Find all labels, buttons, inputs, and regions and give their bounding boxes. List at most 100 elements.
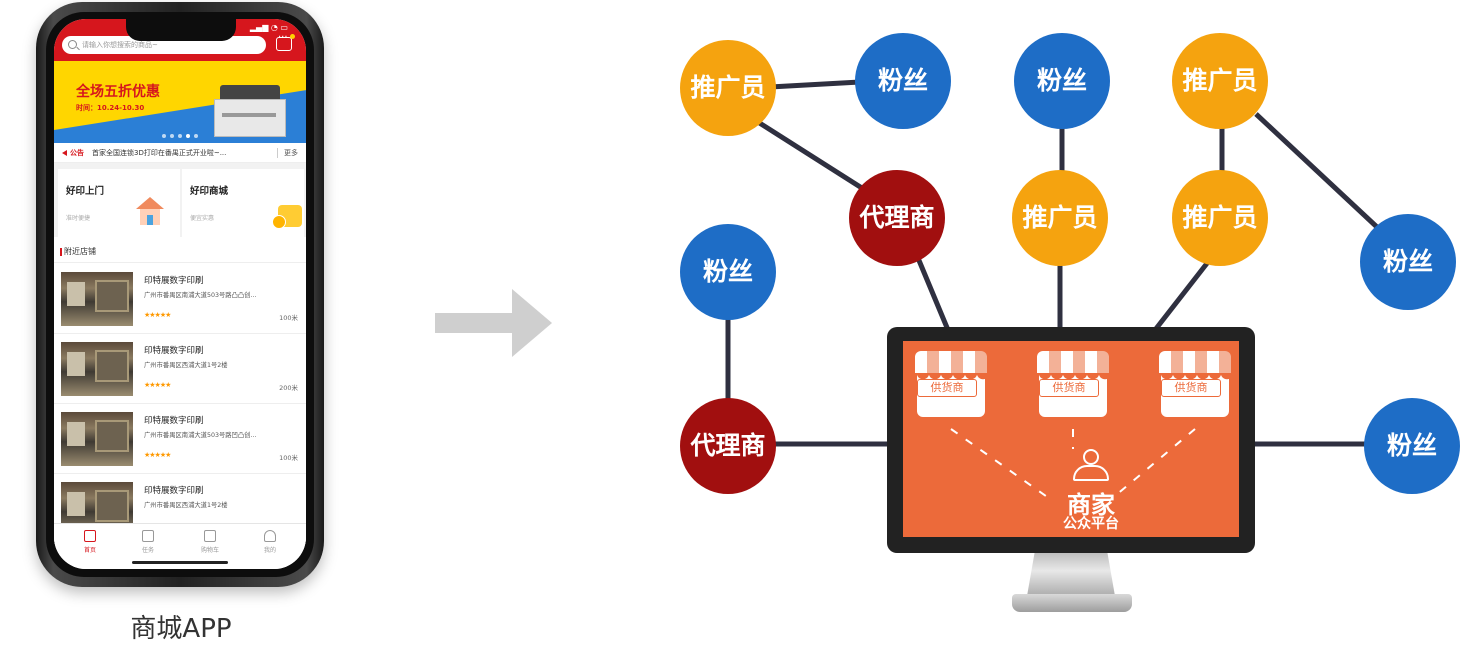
promo-banner[interactable]: 全场五折优惠 时间：10.24-10.30 xyxy=(54,61,306,143)
shop-address: 广州市番禺区南浦大道503号路凹凸创... xyxy=(144,432,257,439)
fans-node: 粉丝 xyxy=(1360,214,1456,310)
tab-home[interactable]: 首页 xyxy=(70,530,110,554)
tab-profile[interactable]: 我的 xyxy=(250,530,290,554)
tab-label: 首页 xyxy=(83,547,96,554)
platform-label: 公众平台 xyxy=(1063,516,1119,532)
home-indicator xyxy=(132,561,228,564)
shop-name: 印特展数字印刷 xyxy=(144,416,204,426)
tab-tasks[interactable]: 任务 xyxy=(128,530,168,554)
monitor-stand xyxy=(1026,553,1116,597)
node-label: 推广员 xyxy=(690,73,766,102)
supplier-store-icon: 供货商 xyxy=(1157,351,1233,429)
speaker-icon xyxy=(62,150,67,156)
banner-subtitle: 时间：10.24-10.30 xyxy=(76,104,145,112)
connector-line xyxy=(756,119,867,193)
house-icon xyxy=(136,197,164,227)
phone-mockup: ▂▄▆ ◔ ▭ 请输入你想搜索的商品~ 全场五折优惠 时间：10.24-10.3… xyxy=(36,2,324,587)
shop-photo xyxy=(61,342,133,396)
star-rating: ★★★★★ xyxy=(144,381,171,389)
service-cards: 好印上门 准时便捷 好印商城 便宜实惠 xyxy=(54,169,306,237)
carousel-dots[interactable] xyxy=(162,134,198,138)
node-label: 代理商 xyxy=(690,431,766,460)
divider xyxy=(54,163,306,169)
dashed-link xyxy=(1108,428,1196,502)
arrow-right-icon xyxy=(435,313,517,333)
supplier-store-icon: 供货商 xyxy=(913,351,989,429)
fans-node: 粉丝 xyxy=(680,224,776,320)
promoter-node: 推广员 xyxy=(1172,33,1268,129)
shop-name: 印特展数字印刷 xyxy=(144,276,204,286)
search-placeholder: 请输入你想搜索的商品~ xyxy=(82,41,158,49)
home-icon xyxy=(84,530,96,542)
phone-caption: 商城APP xyxy=(130,614,232,644)
shop-list-item[interactable]: 印特展数字印刷 广州市番禺区南浦大道503号路凸凸创... ★★★★★ 100米 xyxy=(54,264,306,334)
connector-line xyxy=(769,79,861,90)
supplier-label: 供货商 xyxy=(1039,379,1099,397)
fans-node: 粉丝 xyxy=(1364,398,1460,494)
status-icons: ▂▄▆ ◔ ▭ xyxy=(249,23,288,32)
promoter-node: 推广员 xyxy=(680,40,776,136)
shop-address: 广州市番禺区西浦大道1号2楼 xyxy=(144,502,228,509)
shop-distance: 200米 xyxy=(279,384,298,392)
tab-label: 任务 xyxy=(141,547,154,554)
phone-screen: ▂▄▆ ◔ ▭ 请输入你想搜索的商品~ 全场五折优惠 时间：10.24-10.3… xyxy=(54,19,306,569)
shop-address: 广州市番禺区南浦大道503号路凸凸创... xyxy=(144,292,257,299)
card-home-service[interactable]: 好印上门 准时便捷 xyxy=(58,169,180,237)
supplier-store-icon: 供货商 xyxy=(1035,351,1111,429)
node-label: 粉丝 xyxy=(1036,66,1087,95)
node-label: 粉丝 xyxy=(1382,247,1433,276)
card-subtitle: 准时便捷 xyxy=(66,215,91,222)
tab-label: 我的 xyxy=(263,547,276,554)
node-label: 粉丝 xyxy=(702,257,753,286)
connector-line xyxy=(1254,112,1380,230)
monitor-base xyxy=(1012,594,1132,612)
arrow-head xyxy=(512,289,552,357)
tab-label: 购物车 xyxy=(200,547,219,554)
supplier-label: 供货商 xyxy=(1161,379,1221,397)
user-icon xyxy=(264,530,276,542)
promoter-node: 推广员 xyxy=(1172,170,1268,266)
agent-node: 代理商 xyxy=(680,398,776,494)
star-rating: ★★★★★ xyxy=(144,311,171,319)
shop-distance: 100米 xyxy=(279,454,298,462)
node-label: 推广员 xyxy=(1022,203,1098,232)
tab-cart[interactable]: 购物车 xyxy=(190,530,230,554)
notice-more-link[interactable]: 更多 xyxy=(277,148,298,158)
star-rating: ★★★★★ xyxy=(144,451,171,459)
merchant-label: 商家 xyxy=(1067,491,1115,519)
node-label: 推广员 xyxy=(1182,66,1258,95)
monitor: 供货商 供货商 供货商 商家 公众平台 xyxy=(887,327,1255,553)
notice-bar[interactable]: 公告 首家全国连锁3D打印在番禺正式开业啦~... 更多 xyxy=(54,143,306,163)
phone-notch xyxy=(126,19,236,41)
shop-list-item[interactable]: 印特展数字印刷 广州市番禺区南浦大道503号路凹凸创... ★★★★★ 100米 xyxy=(54,404,306,474)
nearby-shops-heading: 附近店铺 xyxy=(54,241,306,263)
message-badge xyxy=(290,34,295,39)
supplier-dashed-links xyxy=(950,428,1196,502)
shop-list-item[interactable]: 印特展数字印刷 广州市番禺区西浦大道1号2楼 ★★★★★ 200米 xyxy=(54,334,306,404)
printer-image xyxy=(214,85,288,137)
shop-photo xyxy=(61,272,133,326)
platform-screen: 供货商 供货商 供货商 商家 公众平台 xyxy=(903,341,1239,537)
fans-node: 粉丝 xyxy=(855,33,951,129)
banner-title: 全场五折优惠 xyxy=(76,84,160,100)
merchant-icon xyxy=(1071,449,1111,483)
notice-text: 首家全国连锁3D打印在番禺正式开业啦~... xyxy=(92,149,227,157)
shop-name: 印特展数字印刷 xyxy=(144,346,204,356)
dashed-link xyxy=(950,428,1054,502)
agent-node: 代理商 xyxy=(849,170,945,266)
supplier-label: 供货商 xyxy=(917,379,977,397)
node-label: 粉丝 xyxy=(1386,431,1437,460)
cart-icon xyxy=(204,530,216,542)
wallet-icon xyxy=(272,205,302,229)
card-title: 好印上门 xyxy=(66,186,105,197)
node-label: 推广员 xyxy=(1182,203,1258,232)
shop-address: 广州市番禺区西浦大道1号2楼 xyxy=(144,362,228,369)
fans-node: 粉丝 xyxy=(1014,33,1110,129)
shop-name: 印特展数字印刷 xyxy=(144,486,204,496)
shop-distance: 100米 xyxy=(279,314,298,322)
connector-line xyxy=(1153,260,1210,332)
card-mall[interactable]: 好印商城 便宜实惠 xyxy=(182,169,304,237)
message-icon[interactable] xyxy=(276,32,292,51)
connector-line xyxy=(915,257,951,331)
